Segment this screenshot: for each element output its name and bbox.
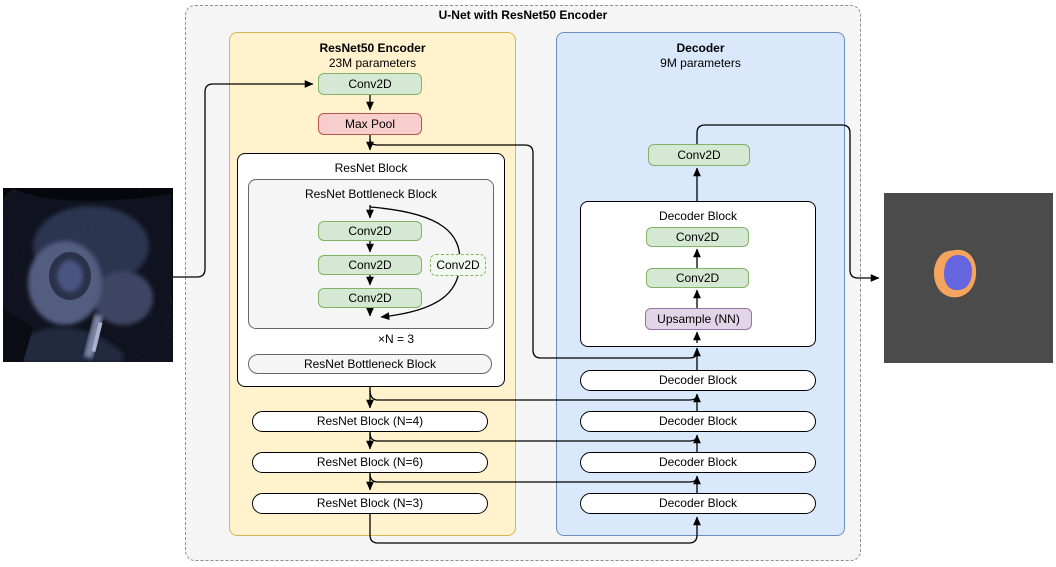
decoder-final-conv2d-box: Conv2D: [648, 144, 750, 166]
input-mri-image: [3, 188, 173, 362]
repeat-count-label: ×N = 3: [378, 332, 415, 346]
encoder-conv2d-box: Conv2D: [318, 73, 422, 95]
decoder-stage-block-4: Decoder Block: [580, 493, 816, 514]
bottleneck-conv2d-1: Conv2D: [318, 221, 422, 241]
resnet-stage-block-n6: ResNet Block (N=6): [252, 452, 488, 473]
bottleneck-conv2d-2: Conv2D: [318, 255, 422, 275]
resnet-stage-block-n3: ResNet Block (N=3): [252, 493, 488, 514]
resnet-bottleneck-collapsed-pill: ResNet Bottleneck Block: [248, 354, 492, 374]
decoder-block-title: Decoder Block: [658, 209, 738, 223]
resnet-stage-block-n4: ResNet Block (N=4): [252, 411, 488, 432]
bottleneck-skip-conv2d: Conv2D: [430, 254, 486, 276]
decoder-conv2d-2: Conv2D: [646, 268, 749, 288]
bottleneck-conv2d-3: Conv2D: [318, 288, 422, 308]
decoder-stage-block-2: Decoder Block: [580, 411, 816, 432]
decoder-conv2d-1: Conv2D: [646, 227, 749, 247]
encoder-maxpool-box: Max Pool: [318, 113, 422, 135]
resnet-bottleneck-title: ResNet Bottleneck Block: [304, 187, 438, 201]
output-segmentation-image: [884, 193, 1053, 363]
encoder-panel-subtitle: 23M parameters: [328, 56, 417, 70]
decoder-panel-subtitle: 9M parameters: [660, 56, 741, 70]
decoder-panel-title: Decoder: [676, 41, 725, 55]
resnet-block-title: ResNet Block: [334, 161, 408, 175]
decoder-stage-block-1: Decoder Block: [580, 370, 816, 391]
decoder-upsample-box: Upsample (NN): [645, 308, 752, 330]
diagram-title: U-Net with ResNet50 Encoder: [438, 8, 608, 22]
decoder-stage-block-3: Decoder Block: [580, 452, 816, 473]
encoder-panel-title: ResNet50 Encoder: [319, 41, 426, 55]
